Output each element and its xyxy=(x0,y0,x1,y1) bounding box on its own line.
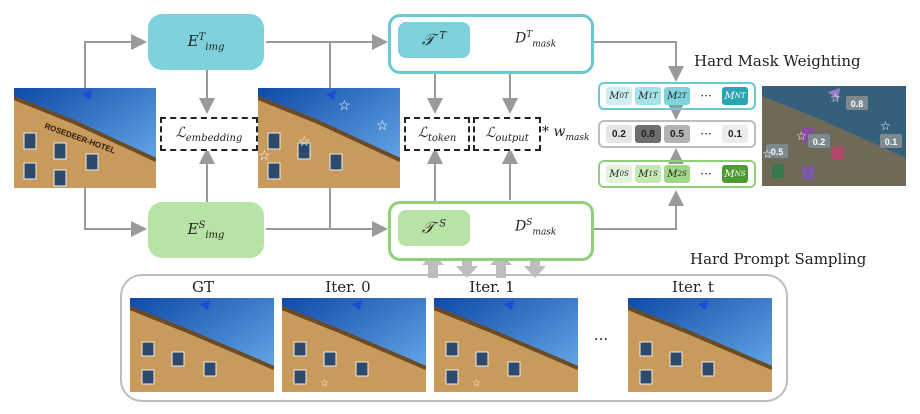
prompt-star-icon: ☆ xyxy=(376,118,389,134)
prompt-star-icon: ☆ xyxy=(880,119,891,133)
input-image: ROSEDEER-HOTEL xyxy=(14,88,156,188)
hard-prompt-sampling-title: Hard Prompt Sampling xyxy=(690,250,867,268)
prompt-star-icon: ☆ xyxy=(762,147,773,161)
result-weight-label: 0.8 xyxy=(851,99,864,109)
iteration-image-t xyxy=(628,298,772,392)
student-mask-decoder: DSmask xyxy=(515,218,557,238)
iter-caption-t: Iter. t xyxy=(672,278,714,296)
mask-weight-term: * wmask xyxy=(542,124,590,143)
result-weight-label: 0.5 xyxy=(771,147,784,157)
student-token-block: 𝒯 S xyxy=(398,210,470,246)
prompted-image: ☆ ☆ ☆ ☆ xyxy=(258,88,400,188)
prompt-star-icon: ☆ xyxy=(298,134,311,150)
result-weight-label: 0.1 xyxy=(885,137,898,147)
prompt-star-icon: ☆ xyxy=(258,148,271,164)
student-mask-ellipsis: ··· xyxy=(700,167,712,181)
weighted-result-image: 0.8 0.2 0.5 0.1 ☆ ☆ ☆ ☆ xyxy=(762,86,906,186)
iter-caption-0: Iter. 0 xyxy=(325,278,371,296)
weight-ellipsis: ··· xyxy=(700,127,712,141)
result-weight-label: 0.2 xyxy=(813,137,826,147)
iteration-image-gt xyxy=(130,298,274,392)
iter-caption-1: Iter. 1 xyxy=(469,278,515,296)
teacher-mask-ellipsis: ··· xyxy=(700,89,712,103)
iteration-image-0: ☆ xyxy=(282,298,426,392)
token-loss: ℒtoken xyxy=(404,117,470,151)
prompt-star-icon: ☆ xyxy=(796,129,807,143)
teacher-image-encoder: ETimg xyxy=(148,14,264,70)
teacher-mask-decoder: DTmask xyxy=(515,30,557,50)
prompt-star-icon: ☆ xyxy=(320,378,329,389)
prompt-star-icon: ☆ xyxy=(338,98,351,114)
student-image-encoder: ESimg xyxy=(148,202,264,258)
hard-mask-weighting-title: Hard Mask Weighting xyxy=(694,52,861,70)
prompt-star-icon: ☆ xyxy=(830,91,841,105)
teacher-token-block: 𝒯 T xyxy=(398,22,470,58)
weight-2: 0.5 xyxy=(664,125,690,143)
embedding-loss: ℒembedding xyxy=(160,117,258,151)
weight-1: 0.8 xyxy=(635,125,661,143)
mask-weight-row: 0.2 0.8 0.5 ··· 0.1 xyxy=(598,120,756,148)
iteration-image-1: ☆ xyxy=(434,298,578,392)
prompt-star-icon: ☆ xyxy=(472,378,481,389)
iter-caption-gt: GT xyxy=(192,278,214,296)
weight-0: 0.2 xyxy=(606,125,632,143)
iter-ellipsis: ··· xyxy=(593,330,609,348)
output-loss: ℒoutput xyxy=(473,117,541,151)
prompt-sampling-panel xyxy=(120,274,788,402)
weight-n: 0.1 xyxy=(722,125,748,143)
